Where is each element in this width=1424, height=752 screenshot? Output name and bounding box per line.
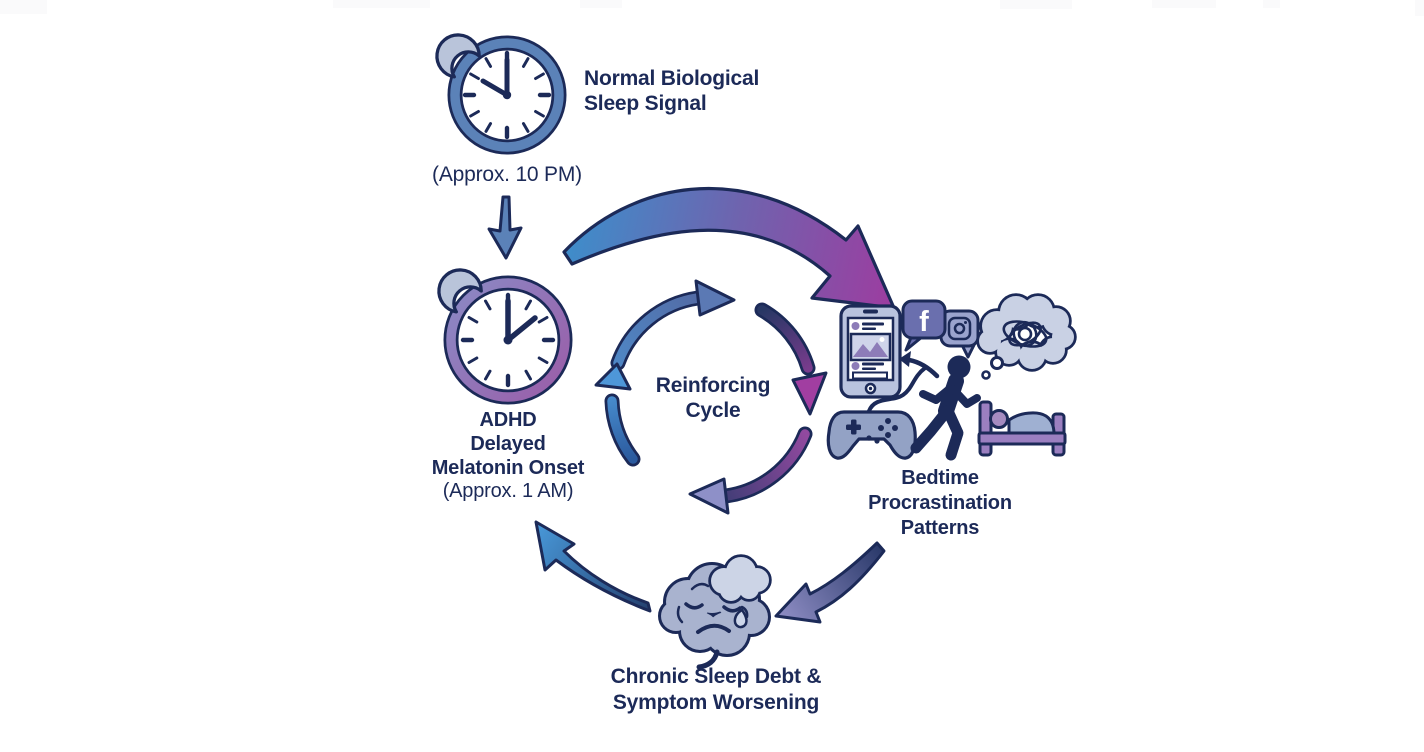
arrow-brain-to-clock-icon: [534, 520, 652, 613]
delayed-melatonin-label: ADHD Delayed Melatonin Onset: [431, 409, 585, 479]
bedtime-procrastination-label: Bedtime Procrastination Patterns: [868, 467, 1012, 539]
arrow-person-to-phone-icon: [899, 351, 940, 379]
sad-face: [684, 602, 742, 634]
walking-person-icon: [910, 355, 981, 461]
game-controller-icon: [826, 366, 927, 460]
smartphone-social-feed-icon: [839, 304, 902, 399]
facebook-bubble-icon: f: [901, 299, 947, 352]
facebook-f-glyph: f: [919, 306, 929, 338]
blanket: [1007, 411, 1056, 436]
bed-icon: [977, 400, 1067, 457]
brain-stem: [696, 649, 720, 670]
controller-buttons: [866, 418, 898, 444]
normal-sleep-signal-label: Normal Biological Sleep Signal: [584, 67, 760, 115]
sleeper-head: [989, 409, 1009, 429]
delayed-melatonin-time-label: (Approx. 1 AM): [442, 480, 574, 502]
tangled-thoughts-cloud-icon: [976, 293, 1077, 380]
sad-brain-with-cloud-icon: [658, 554, 772, 670]
moon-clock-purple-icon: [435, 266, 573, 405]
curved-arrow-clock-to-bedtime-icon: [562, 187, 896, 310]
moon-clock-blue-icon: [433, 31, 567, 155]
clock-hands-1am: [505, 298, 538, 343]
instagram-bubble-icon: [939, 309, 980, 359]
normal-sleep-time-label: (Approx. 10 PM): [432, 163, 582, 186]
thought-scribble: [1002, 320, 1048, 348]
reinforcing-cycle-label: Reinforcing Cycle: [655, 374, 771, 422]
reinforcing-cycle-arrows-icon: [594, 279, 828, 515]
tear-drop: [733, 608, 748, 629]
down-arrow-icon: [487, 195, 523, 260]
dpad: [846, 419, 861, 435]
chronic-sleep-debt-label: Chronic Sleep Debt & Symptom Worsening: [610, 665, 822, 714]
controller-cable: [867, 366, 927, 413]
arrow-patterns-to-brain-icon: [774, 541, 886, 624]
clock-hands-10pm: [480, 57, 510, 98]
background-artifacts: [0, 0, 1424, 16]
